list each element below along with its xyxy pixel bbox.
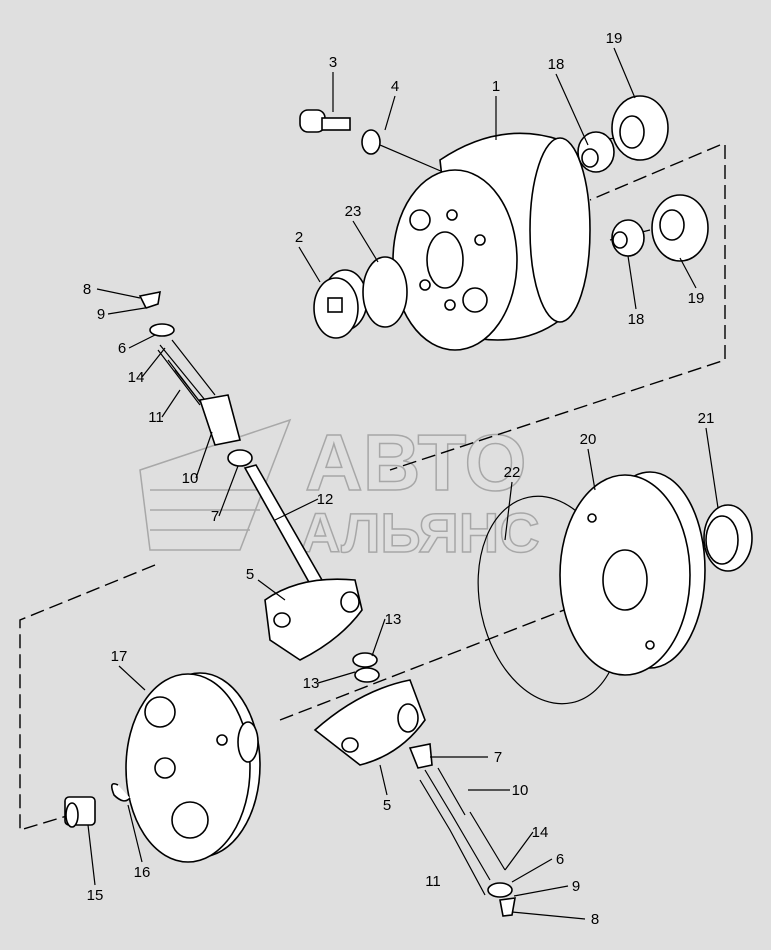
label-23: 23: [345, 203, 362, 220]
label-11: 11: [425, 873, 441, 890]
label-13: 13: [303, 675, 320, 692]
label-18: 18: [628, 311, 645, 328]
plate-part-17: [125, 672, 261, 863]
label-14: 14: [128, 369, 145, 386]
seal-part-21: [703, 504, 753, 572]
clip-part-16: [110, 782, 131, 802]
rocker-part-5-lower: [313, 679, 426, 766]
washer-part-13a: [352, 652, 378, 668]
label-6: 6: [118, 340, 126, 357]
washer-part-13b: [354, 667, 380, 683]
nut-part-15: [64, 796, 96, 828]
label-16: 16: [134, 864, 151, 881]
plug-part-2: [313, 269, 368, 339]
o-ring-part-23: [362, 256, 408, 328]
label-6: 6: [556, 851, 564, 868]
label-9: 9: [97, 306, 105, 323]
svg-text:АЛЬЯНС: АЛЬЯНС: [300, 501, 540, 564]
label-19: 19: [606, 30, 623, 47]
label-7: 7: [211, 508, 219, 525]
valve-stack-lower: [408, 743, 516, 917]
part-number-labels: 3 4 1 18 19 23 2 18 19 8 9 6 14 11 10 7 …: [83, 30, 715, 928]
label-14: 14: [532, 824, 549, 841]
seat-parts-18-19: [577, 95, 709, 262]
label-12: 12: [317, 491, 334, 508]
label-5: 5: [246, 566, 254, 583]
label-8: 8: [591, 911, 599, 928]
label-8: 8: [83, 281, 91, 298]
label-15: 15: [87, 887, 104, 904]
watermark-logo: АВТО АЛЬЯНС: [139, 417, 540, 565]
pulley-part-20: [559, 471, 706, 676]
label-19: 19: [688, 290, 705, 307]
label-13: 13: [385, 611, 402, 628]
label-9: 9: [572, 878, 580, 895]
screw-part-3: [299, 109, 351, 133]
label-10: 10: [512, 782, 529, 799]
label-7: 7: [494, 749, 502, 766]
svg-text:АВТО: АВТО: [305, 418, 527, 507]
label-21: 21: [698, 410, 715, 427]
label-17: 17: [111, 648, 128, 665]
label-5: 5: [383, 797, 391, 814]
valve-stack-upper: [138, 290, 324, 585]
rocker-part-5-upper: [264, 578, 363, 661]
washer-part-4: [361, 129, 381, 155]
label-3: 3: [329, 54, 337, 71]
label-11: 11: [148, 409, 164, 426]
label-1: 1: [492, 78, 500, 95]
label-10: 10: [182, 470, 199, 487]
leader-lines: [87, 47, 719, 920]
label-4: 4: [391, 78, 399, 95]
label-18: 18: [548, 56, 565, 73]
label-20: 20: [580, 431, 597, 448]
label-2: 2: [295, 229, 303, 246]
label-22: 22: [504, 464, 521, 481]
housing-part-1: [392, 132, 591, 351]
